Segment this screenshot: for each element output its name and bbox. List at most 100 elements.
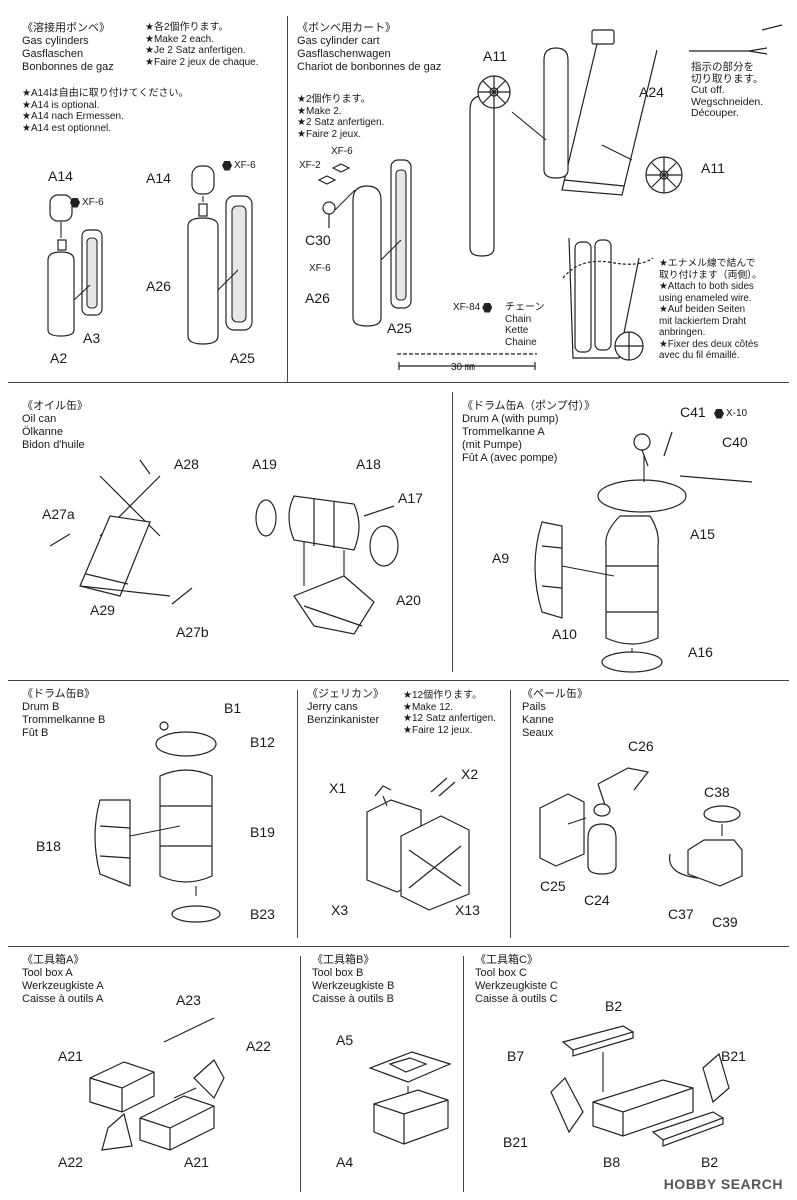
label-a25-cart: A25	[387, 320, 412, 336]
label-a23: A23	[176, 992, 201, 1008]
label-a24: A24	[639, 84, 664, 100]
note-line: ★Faire 12 jeux.	[403, 724, 473, 736]
tool-box-a-title: 《工具箱A》 Tool box A Werkzeugkiste A Caisse…	[22, 954, 104, 1006]
note-line: ★Make 2.	[297, 105, 342, 117]
divider-row3	[8, 946, 789, 947]
paint-code: XF-2	[299, 160, 321, 171]
label-b12: B12	[250, 734, 275, 750]
label-c37: C37	[668, 906, 694, 922]
gas-cylinders-note-optional: ★A14は自由に取り付けてください。 ★A14 is optional. ★A1…	[22, 88, 188, 134]
title-jp: 《ペール缶》	[522, 688, 588, 700]
cart-cylinder-drawing	[317, 159, 412, 327]
note-line: anbringen.	[659, 327, 706, 338]
label-a3: A3	[83, 330, 101, 346]
label-b21-right: B21	[721, 1048, 746, 1064]
title-fr: Bonbonnes de gaz	[22, 61, 114, 73]
tool-box-b-drawing	[368, 1051, 452, 1145]
section-pails: 《ペール缶》 Pails Kanne Seaux C26 C38 C25 C24…	[510, 680, 797, 946]
label-c25: C25	[540, 878, 566, 894]
paint-code: XF-84	[453, 302, 481, 313]
label-a26-cart: A26	[305, 290, 330, 306]
chain-label: チェーン Chain Kette Chaine	[505, 302, 545, 348]
tool-box-c-drawing	[550, 1025, 730, 1147]
gas-cylinder-small-drawing	[47, 194, 103, 337]
title-fr: Caisse à outils B	[312, 993, 394, 1005]
title-fr: Fût B	[22, 727, 49, 739]
label-a5: A5	[336, 1032, 354, 1048]
paint-xf2: XF-2	[299, 160, 321, 171]
note-line: ★2 Satz anfertigen.	[297, 117, 385, 128]
note-line: ★A14は自由に取り付けてください。	[22, 88, 189, 99]
label-x1: X1	[329, 780, 347, 796]
title-de: Kanne	[522, 714, 554, 726]
note-line: ★2個作ります。	[297, 94, 371, 105]
note-line: ★A14 is optional.	[22, 99, 100, 111]
note-line: ★Make 12.	[403, 701, 454, 713]
note-line: ★Faire 2 jeux.	[297, 128, 361, 140]
title-de: Trommelkanne A	[462, 426, 545, 438]
title-en: Tool box A	[22, 967, 73, 979]
title-de: Benzinkanister	[307, 714, 380, 726]
chain-scale-drawing	[397, 353, 537, 370]
label-a27b: A27b	[176, 624, 209, 640]
note-line: Cut off.	[691, 84, 725, 96]
note-line: ★各2個作ります。	[145, 22, 229, 33]
title-en: Pails	[522, 701, 546, 713]
label-a22-right: A22	[246, 1038, 271, 1054]
oil-can-title: 《オイル缶》 Oil can Ölkanne Bidon d'huile	[22, 400, 88, 452]
label-a10: A10	[552, 626, 577, 642]
section-tool-box-b: 《工具箱B》 Tool box B Werkzeugkiste B Caisse…	[300, 946, 463, 1200]
section-tool-box-c: 《工具箱C》 Tool box C Werkzeugkiste C Caisse…	[463, 946, 797, 1200]
title-jp: 《オイル缶》	[22, 400, 88, 412]
wire-note: ★エナメル線で結んで 取り付けます（両側）。 ★Attach to both s…	[659, 258, 762, 362]
cylinder-cart-note-make: ★2個作ります。 ★Make 2. ★2 Satz anfertigen. ★F…	[297, 94, 384, 140]
label-b1: B1	[224, 700, 242, 716]
title-fr: Fût A (avec pompe)	[462, 452, 558, 464]
oil-can-stand-drawing	[49, 459, 193, 605]
title-en: Tool box C	[475, 967, 527, 979]
paint-code: X-10	[726, 408, 748, 419]
label-b23: B23	[250, 906, 275, 922]
title-jp: 《溶接用ボンベ》	[22, 22, 110, 34]
note-line: ★A14 nach Ermessen.	[22, 111, 124, 122]
label-x2: X2	[461, 766, 479, 782]
title-fr: Chariot de bonbonnes de gaz	[297, 61, 442, 73]
divider-col-r3a	[297, 690, 298, 938]
label-b2-top: B2	[605, 998, 623, 1014]
note-line: ★エナメル線で結んで	[659, 258, 756, 269]
title-en: Gas cylinders	[22, 35, 89, 47]
paint-xf6-right: XF-6	[222, 160, 256, 171]
cart-assembly-drawing	[469, 24, 783, 257]
title-de: Werkzeugkiste B	[312, 980, 395, 992]
divider-col-r3b	[510, 690, 511, 938]
paint-hex-icon	[482, 302, 493, 313]
paint-code: XF-6	[234, 160, 256, 171]
drum-a-drawing	[534, 431, 753, 673]
label-a15: A15	[690, 526, 715, 542]
section-drum-b: 《ドラム缶B》 Drum B Trommelkanne B Fût B B1 B…	[0, 680, 297, 946]
label-a17: A17	[398, 490, 423, 506]
jerry-cans-note: ★12個作ります。 ★Make 12. ★12 Satz anfertigen.…	[403, 690, 496, 736]
cylinder-cart-title: 《ボンベ用カート》 Gas cylinder cart Gasflaschenw…	[297, 22, 441, 74]
title-de: Werkzeugkiste A	[22, 980, 104, 992]
label-a11-left: A11	[483, 48, 507, 64]
note-line: チェーン	[505, 302, 545, 313]
label-a4: A4	[336, 1154, 354, 1170]
paint-hex-icon	[222, 160, 232, 171]
section-cylinder-cart: 《ボンベ用カート》 Gas cylinder cart Gasflaschenw…	[287, 0, 797, 382]
label-a25: A25	[230, 350, 255, 366]
note-line: avec du fil émaillé.	[659, 350, 740, 361]
label-a9: A9	[492, 550, 510, 566]
paint-hex-icon	[714, 408, 724, 419]
label-x13: X13	[455, 902, 480, 918]
label-b7: B7	[507, 1048, 525, 1064]
note-line: 指示の部分を	[691, 61, 754, 73]
title-en: Drum B	[22, 701, 60, 713]
label-a11-right: A11	[701, 160, 725, 176]
title-en: Tool box B	[312, 967, 364, 979]
paint-xf6-bottom: XF-6	[309, 263, 331, 274]
section-tool-box-a: 《工具箱A》 Tool box A Werkzeugkiste A Caisse…	[0, 946, 300, 1200]
jerry-can-drawing	[366, 777, 470, 911]
label-a2: A2	[50, 350, 68, 366]
divider-row2	[8, 680, 789, 681]
